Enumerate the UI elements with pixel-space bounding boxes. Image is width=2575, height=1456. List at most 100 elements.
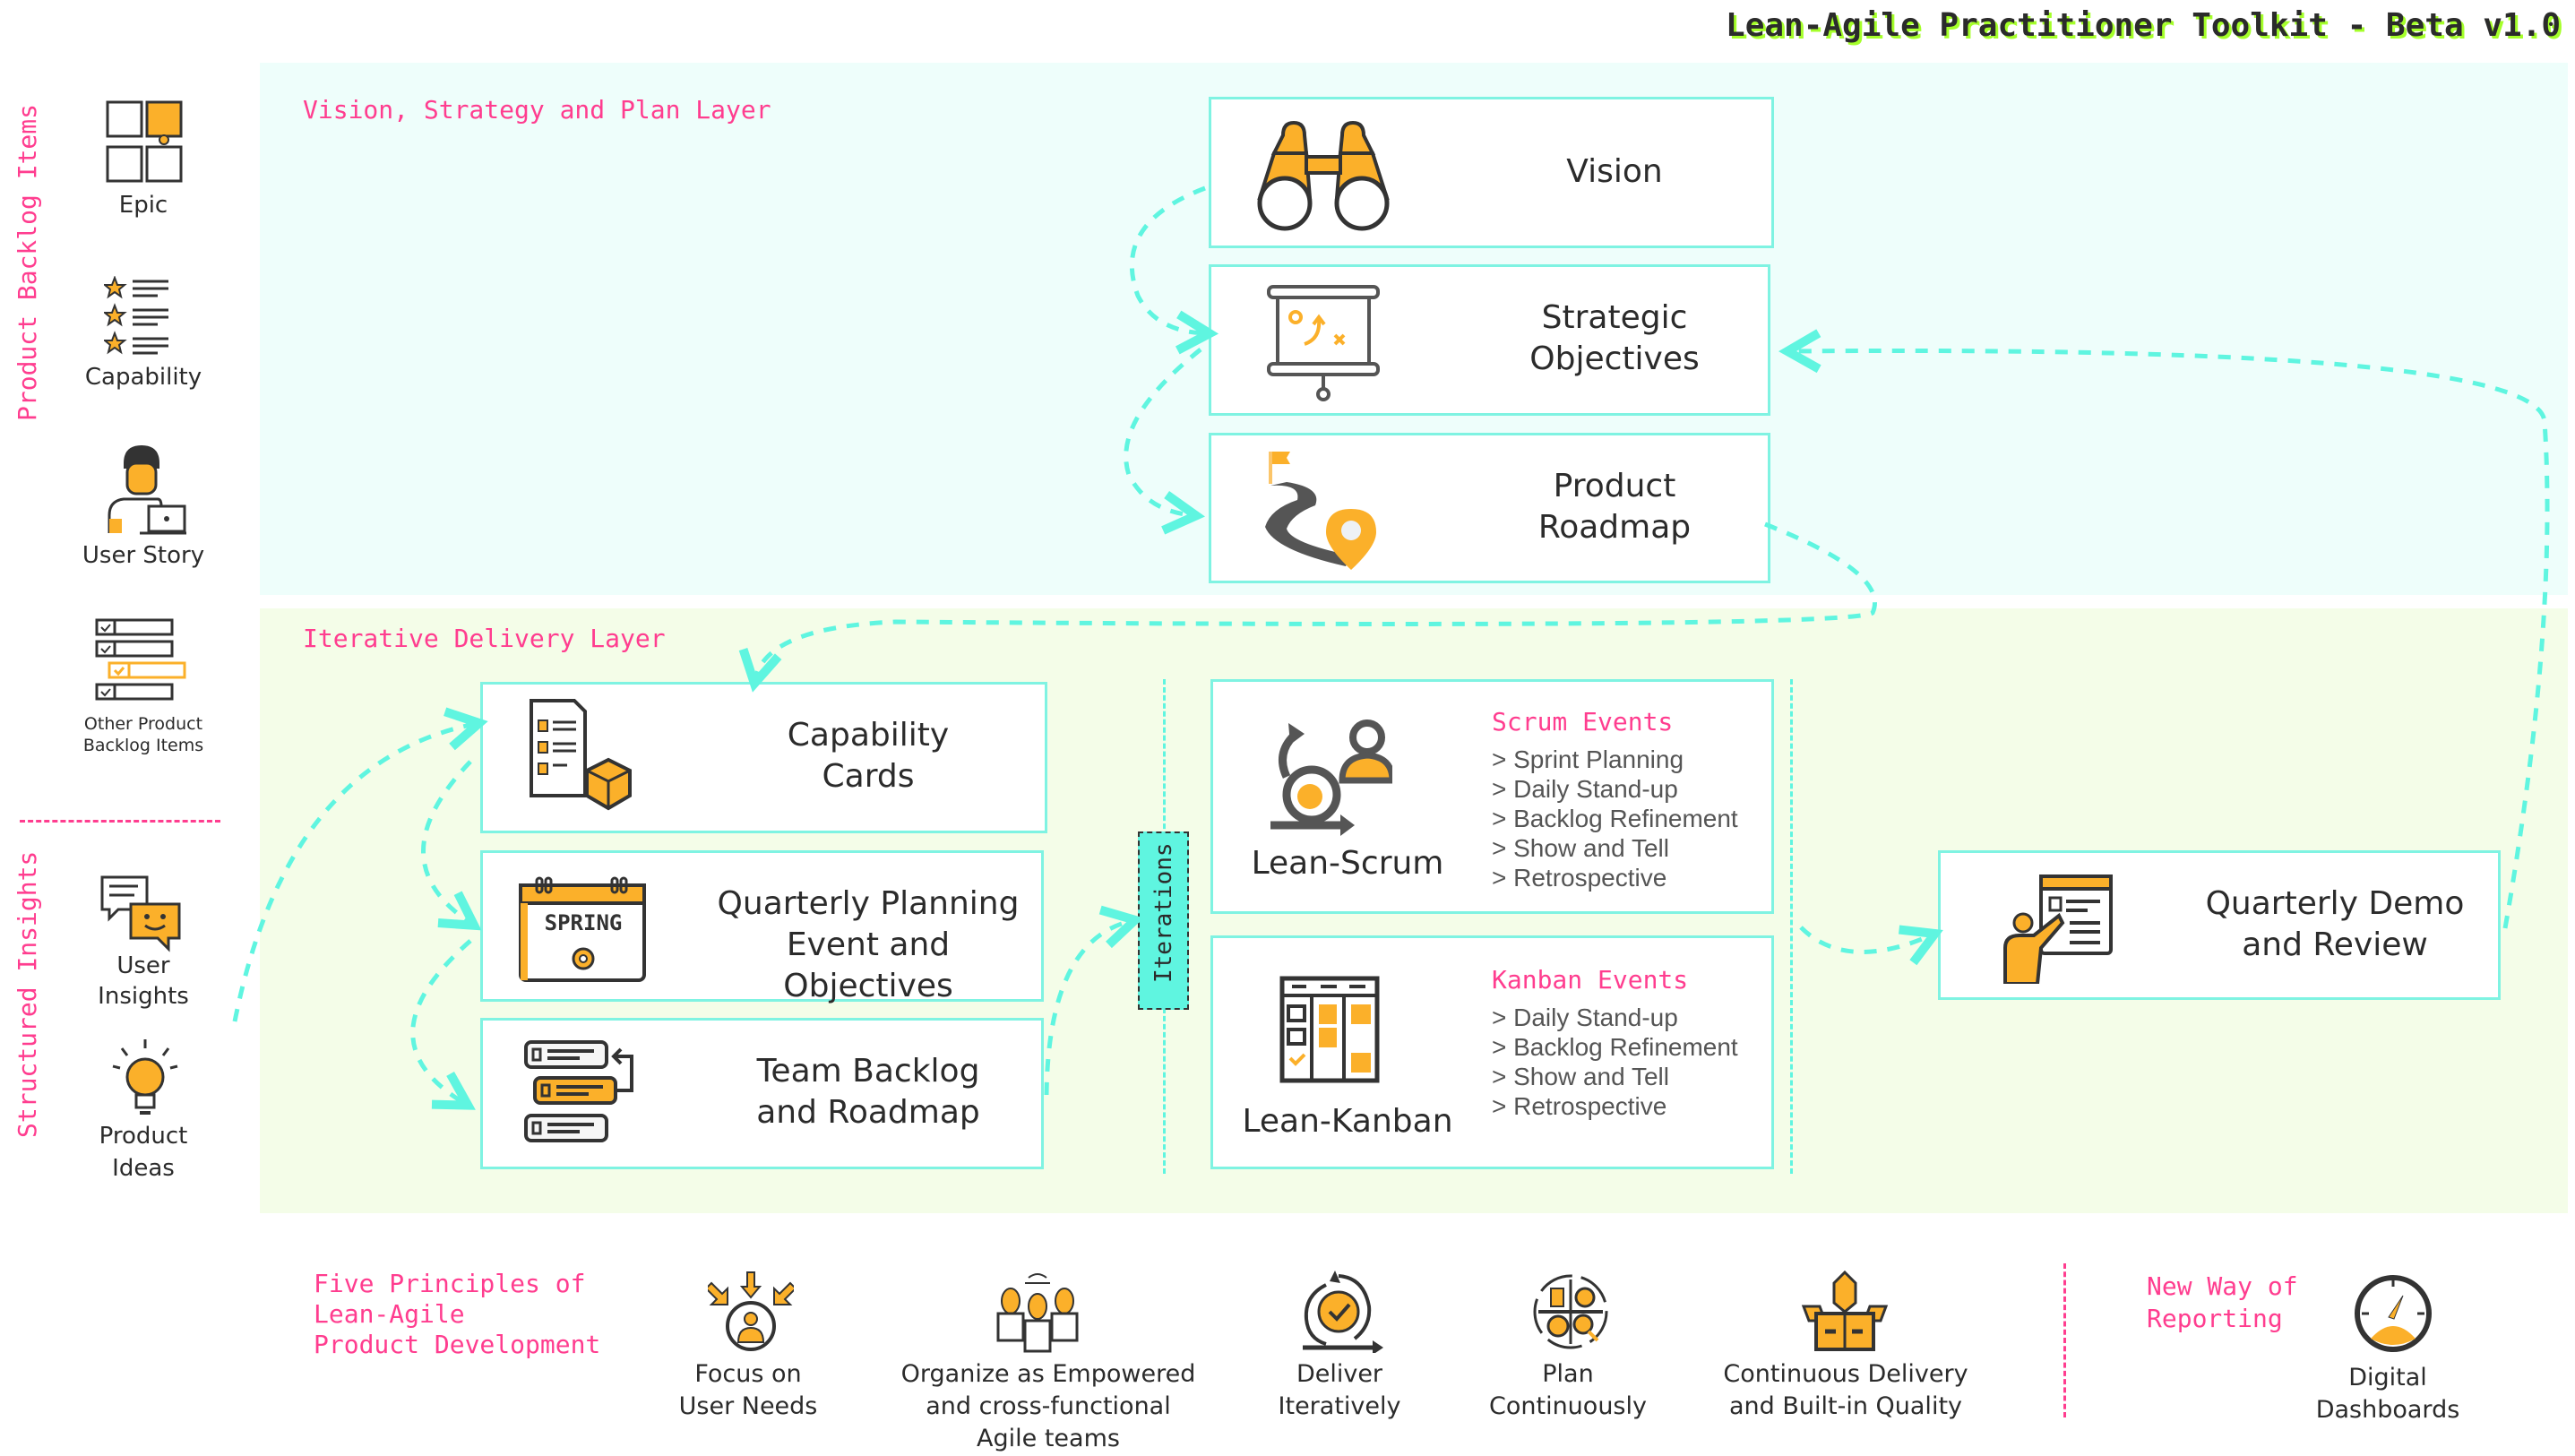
strategic-objectives-label: Strategic Objectives bbox=[1480, 297, 1749, 380]
quarterly-planning-label: Quarterly Planning Event and Objectives bbox=[698, 883, 1038, 1007]
arrow-insights-to-capability bbox=[232, 724, 475, 1022]
sidebar-divider bbox=[20, 820, 220, 823]
scrum-event: > Retrospective bbox=[1492, 864, 1667, 892]
gauge-icon bbox=[2355, 1275, 2432, 1352]
scrum-event: > Show and Tell bbox=[1492, 834, 1669, 862]
vision-card[interactable]: Vision bbox=[1209, 97, 1774, 248]
dashboard-line: Digital bbox=[2348, 1364, 2427, 1391]
team-backlog-card[interactable]: Team Backlog and Roadmap bbox=[480, 1018, 1044, 1169]
product-ideas-line2: Ideas bbox=[112, 1155, 175, 1182]
page-title: Lean-Agile Practitioner Toolkit - Beta v… bbox=[1726, 7, 2561, 44]
principle-organize-teams-label: Organize as Empowered and cross-function… bbox=[878, 1358, 1219, 1455]
principle-line: and Built-in Quality bbox=[1728, 1392, 1963, 1420]
capability-label: Capability bbox=[84, 364, 202, 391]
principle-line: Plan bbox=[1542, 1360, 1594, 1388]
arrow-capability-to-planning bbox=[421, 760, 471, 923]
presentation-board-icon bbox=[1267, 285, 1380, 401]
quarterly-demo-line2: and Review bbox=[2242, 926, 2428, 963]
capability-cards-line1: Capability bbox=[787, 717, 950, 754]
scrum-event: > Sprint Planning bbox=[1492, 745, 1684, 773]
user-focus-icon bbox=[708, 1271, 794, 1351]
user-insights-line1: User bbox=[116, 952, 170, 979]
principles-heading: Five Principles of Lean-Agile Product De… bbox=[314, 1269, 600, 1360]
quarterly-planning-line1: Quarterly Planning bbox=[717, 885, 1020, 922]
quarterly-demo-label: Quarterly Demo and Review bbox=[2183, 883, 2487, 966]
scrum-event: > Backlog Refinement bbox=[1492, 805, 1738, 832]
user-insights-label: User Insights bbox=[72, 951, 215, 1012]
principle-line: Focus on bbox=[694, 1360, 802, 1388]
kanban-events-title: Kanban Events bbox=[1492, 965, 1689, 995]
quarterly-demo-line1: Quarterly Demo bbox=[2205, 885, 2465, 922]
delivery-box-icon bbox=[1801, 1271, 1889, 1351]
presenter-icon bbox=[2003, 874, 2113, 984]
capability-cards-card[interactable]: Capability Cards bbox=[480, 682, 1047, 833]
arrow-backlog-to-iterations bbox=[1044, 921, 1131, 1096]
backlog-stack-icon bbox=[524, 1040, 633, 1142]
other-pbi-label-line1: Other Product bbox=[83, 714, 203, 734]
other-pbi-label: Other Product Backlog Items bbox=[63, 713, 224, 756]
star-list-icon bbox=[104, 276, 168, 355]
principle-continuous-delivery-label: Continuous Delivery and Built-in Quality bbox=[1707, 1358, 1985, 1423]
principle-plan-label: Plan Continuously bbox=[1483, 1358, 1653, 1423]
capability-cards-line2: Cards bbox=[822, 758, 915, 795]
lightbulb-icon bbox=[112, 1039, 178, 1115]
quarterly-planning-line2: Event and Objectives bbox=[783, 926, 953, 1004]
principle-line: User Needs bbox=[678, 1392, 818, 1420]
strategic-objectives-line2: Objectives bbox=[1529, 340, 1700, 377]
principle-focus-user-label: Focus on User Needs bbox=[645, 1358, 851, 1423]
scrum-events-title: Scrum Events bbox=[1492, 707, 1674, 737]
arrow-vision-to-strategic bbox=[1129, 185, 1205, 333]
checklist-icon bbox=[95, 618, 186, 701]
road-map-pin-icon bbox=[1265, 452, 1376, 570]
reporting-heading: New Way of Reporting bbox=[2147, 1271, 2298, 1335]
product-ideas-label: Product Ideas bbox=[72, 1120, 215, 1185]
strategic-objectives-card[interactable]: Strategic Objectives bbox=[1209, 264, 1770, 416]
principle-line: and cross-functional bbox=[926, 1392, 1171, 1420]
strategic-objectives-line1: Strategic bbox=[1541, 299, 1688, 336]
quarterly-demo-card[interactable]: Quarterly Demo and Review bbox=[1938, 850, 2501, 1000]
kanban-event: > Daily Stand-up bbox=[1492, 1004, 1678, 1031]
lean-kanban-label: Lean-Kanban bbox=[1242, 1103, 1453, 1140]
principle-line: Continuous Delivery bbox=[1723, 1360, 1968, 1388]
principle-line: Iteratively bbox=[1278, 1392, 1401, 1420]
arrow-planning-to-backlog bbox=[410, 939, 470, 1103]
lean-scrum-card[interactable]: Lean-Scrum Scrum Events > Sprint Plannin… bbox=[1210, 679, 1774, 914]
arrow-iterations-to-demo bbox=[1799, 927, 1931, 952]
reporting-divider bbox=[2063, 1263, 2066, 1417]
digital-dashboards-label: Digital Dashboards bbox=[2303, 1362, 2473, 1426]
vision-layer-label: Vision, Strategy and Plan Layer bbox=[303, 95, 771, 125]
product-roadmap-line1: Product bbox=[1553, 468, 1676, 504]
calendar-spring-icon: SPRING bbox=[519, 876, 646, 982]
puzzle-icon bbox=[106, 100, 183, 183]
quarterly-planning-card[interactable]: SPRING Quarterly Planning Event and Obje… bbox=[480, 850, 1044, 1004]
calendar-text: SPRING bbox=[545, 910, 623, 935]
binoculars-icon bbox=[1257, 120, 1390, 231]
dashboard-line: Dashboards bbox=[2315, 1396, 2460, 1424]
epic-label: Epic bbox=[118, 192, 168, 219]
team-backlog-line1: Team Backlog bbox=[756, 1053, 980, 1090]
principles-heading-line: Lean-Agile bbox=[314, 1299, 465, 1329]
team-backlog-line2: and Roadmap bbox=[756, 1094, 980, 1131]
team-icon bbox=[996, 1273, 1079, 1353]
lean-kanban-card[interactable]: Lean-Kanban Kanban Events > Daily Stand-… bbox=[1210, 935, 1774, 1169]
team-backlog-label: Team Backlog and Roadmap bbox=[698, 1051, 1038, 1133]
kanban-board-icon bbox=[1279, 976, 1380, 1083]
reporting-heading-line: New Way of bbox=[2147, 1271, 2298, 1301]
principle-deliver-label: Deliver Iteratively bbox=[1254, 1358, 1425, 1423]
user-laptop-icon bbox=[108, 445, 186, 535]
kanban-event: > Show and Tell bbox=[1492, 1063, 1669, 1090]
product-roadmap-card[interactable]: Product Roadmap bbox=[1209, 433, 1770, 583]
kanban-event: > Retrospective bbox=[1492, 1092, 1667, 1120]
delivery-layer-label: Iterative Delivery Layer bbox=[303, 624, 666, 653]
capability-cards-label: Capability Cards bbox=[716, 715, 1021, 797]
scrum-cycle-icon bbox=[1270, 719, 1392, 836]
kanban-event: > Backlog Refinement bbox=[1492, 1033, 1738, 1061]
product-roadmap-label: Product Roadmap bbox=[1480, 466, 1749, 548]
arrow-demo-to-strategic bbox=[1792, 350, 2550, 929]
user-story-label: User Story bbox=[82, 542, 205, 569]
lean-scrum-label: Lean-Scrum bbox=[1251, 845, 1444, 882]
principles-heading-line: Five Principles of bbox=[314, 1269, 586, 1298]
reporting-heading-line: Reporting bbox=[2147, 1304, 2283, 1333]
chat-bubbles-icon bbox=[100, 875, 181, 952]
